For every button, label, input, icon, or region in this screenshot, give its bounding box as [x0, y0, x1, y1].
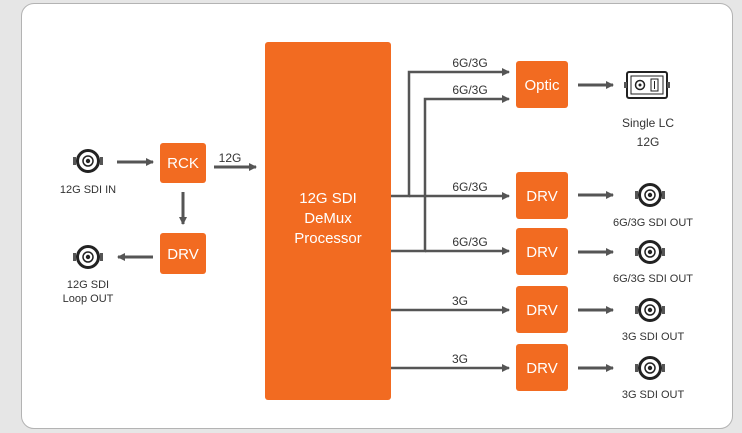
optic-label: Optic — [524, 77, 560, 94]
input-label: 12G SDI IN — [60, 184, 116, 196]
bnc-connector-icon — [635, 183, 665, 207]
route-optic-lower — [391, 95, 510, 253]
loop-drv-label: DRV — [167, 246, 198, 263]
loop-out-label-line1: 12G SDI — [67, 279, 109, 291]
bnc-connector-icon — [635, 356, 665, 380]
drv2-block — [516, 228, 568, 275]
drv3-label: DRV — [526, 302, 557, 319]
drv1-block — [516, 172, 568, 219]
drv2-label: DRV — [526, 244, 557, 261]
drv1-label: DRV — [526, 188, 557, 205]
processor-label-line1: 12G SDI — [299, 190, 357, 207]
drv3-block — [516, 286, 568, 333]
bnc-connector-icon — [73, 149, 103, 173]
rck-block — [160, 143, 206, 183]
bnc-connector-icon — [635, 298, 665, 322]
optic-out-label-line1: Single LC — [622, 116, 674, 130]
out3-label: 3G SDI OUT — [622, 331, 685, 343]
lc-fiber-connector-icon — [624, 71, 670, 99]
rck-to-processor-label: 12G — [219, 151, 242, 165]
drv2-in-label: 6G/3G — [452, 235, 487, 249]
processor-label-line2: DeMux — [304, 210, 352, 227]
drv1-in-label: 6G/3G — [452, 180, 487, 194]
out2-label: 6G/3G SDI OUT — [613, 273, 693, 285]
drv3-in-label: 3G — [452, 294, 468, 308]
loop-out-label-line2: Loop OUT — [63, 293, 114, 305]
route-optic-upper — [391, 68, 510, 198]
loop-drv-block — [160, 233, 206, 274]
bnc-connector-icon — [73, 245, 103, 269]
drv4-label: DRV — [526, 360, 557, 377]
optic-block — [516, 61, 568, 108]
out4-label: 3G SDI OUT — [622, 389, 685, 401]
drv4-block — [516, 344, 568, 391]
drv4-in-label: 3G — [452, 352, 468, 366]
processor-block — [265, 42, 391, 400]
optic-in1-label: 6G/3G — [452, 56, 487, 70]
processor-label-line3: Processor — [294, 230, 362, 247]
optic-in2-label: 6G/3G — [452, 83, 487, 97]
optic-out-label-line2: 12G — [637, 135, 660, 149]
out1-label: 6G/3G SDI OUT — [613, 217, 693, 229]
rck-label: RCK — [167, 155, 199, 172]
bnc-connector-icon — [635, 240, 665, 264]
